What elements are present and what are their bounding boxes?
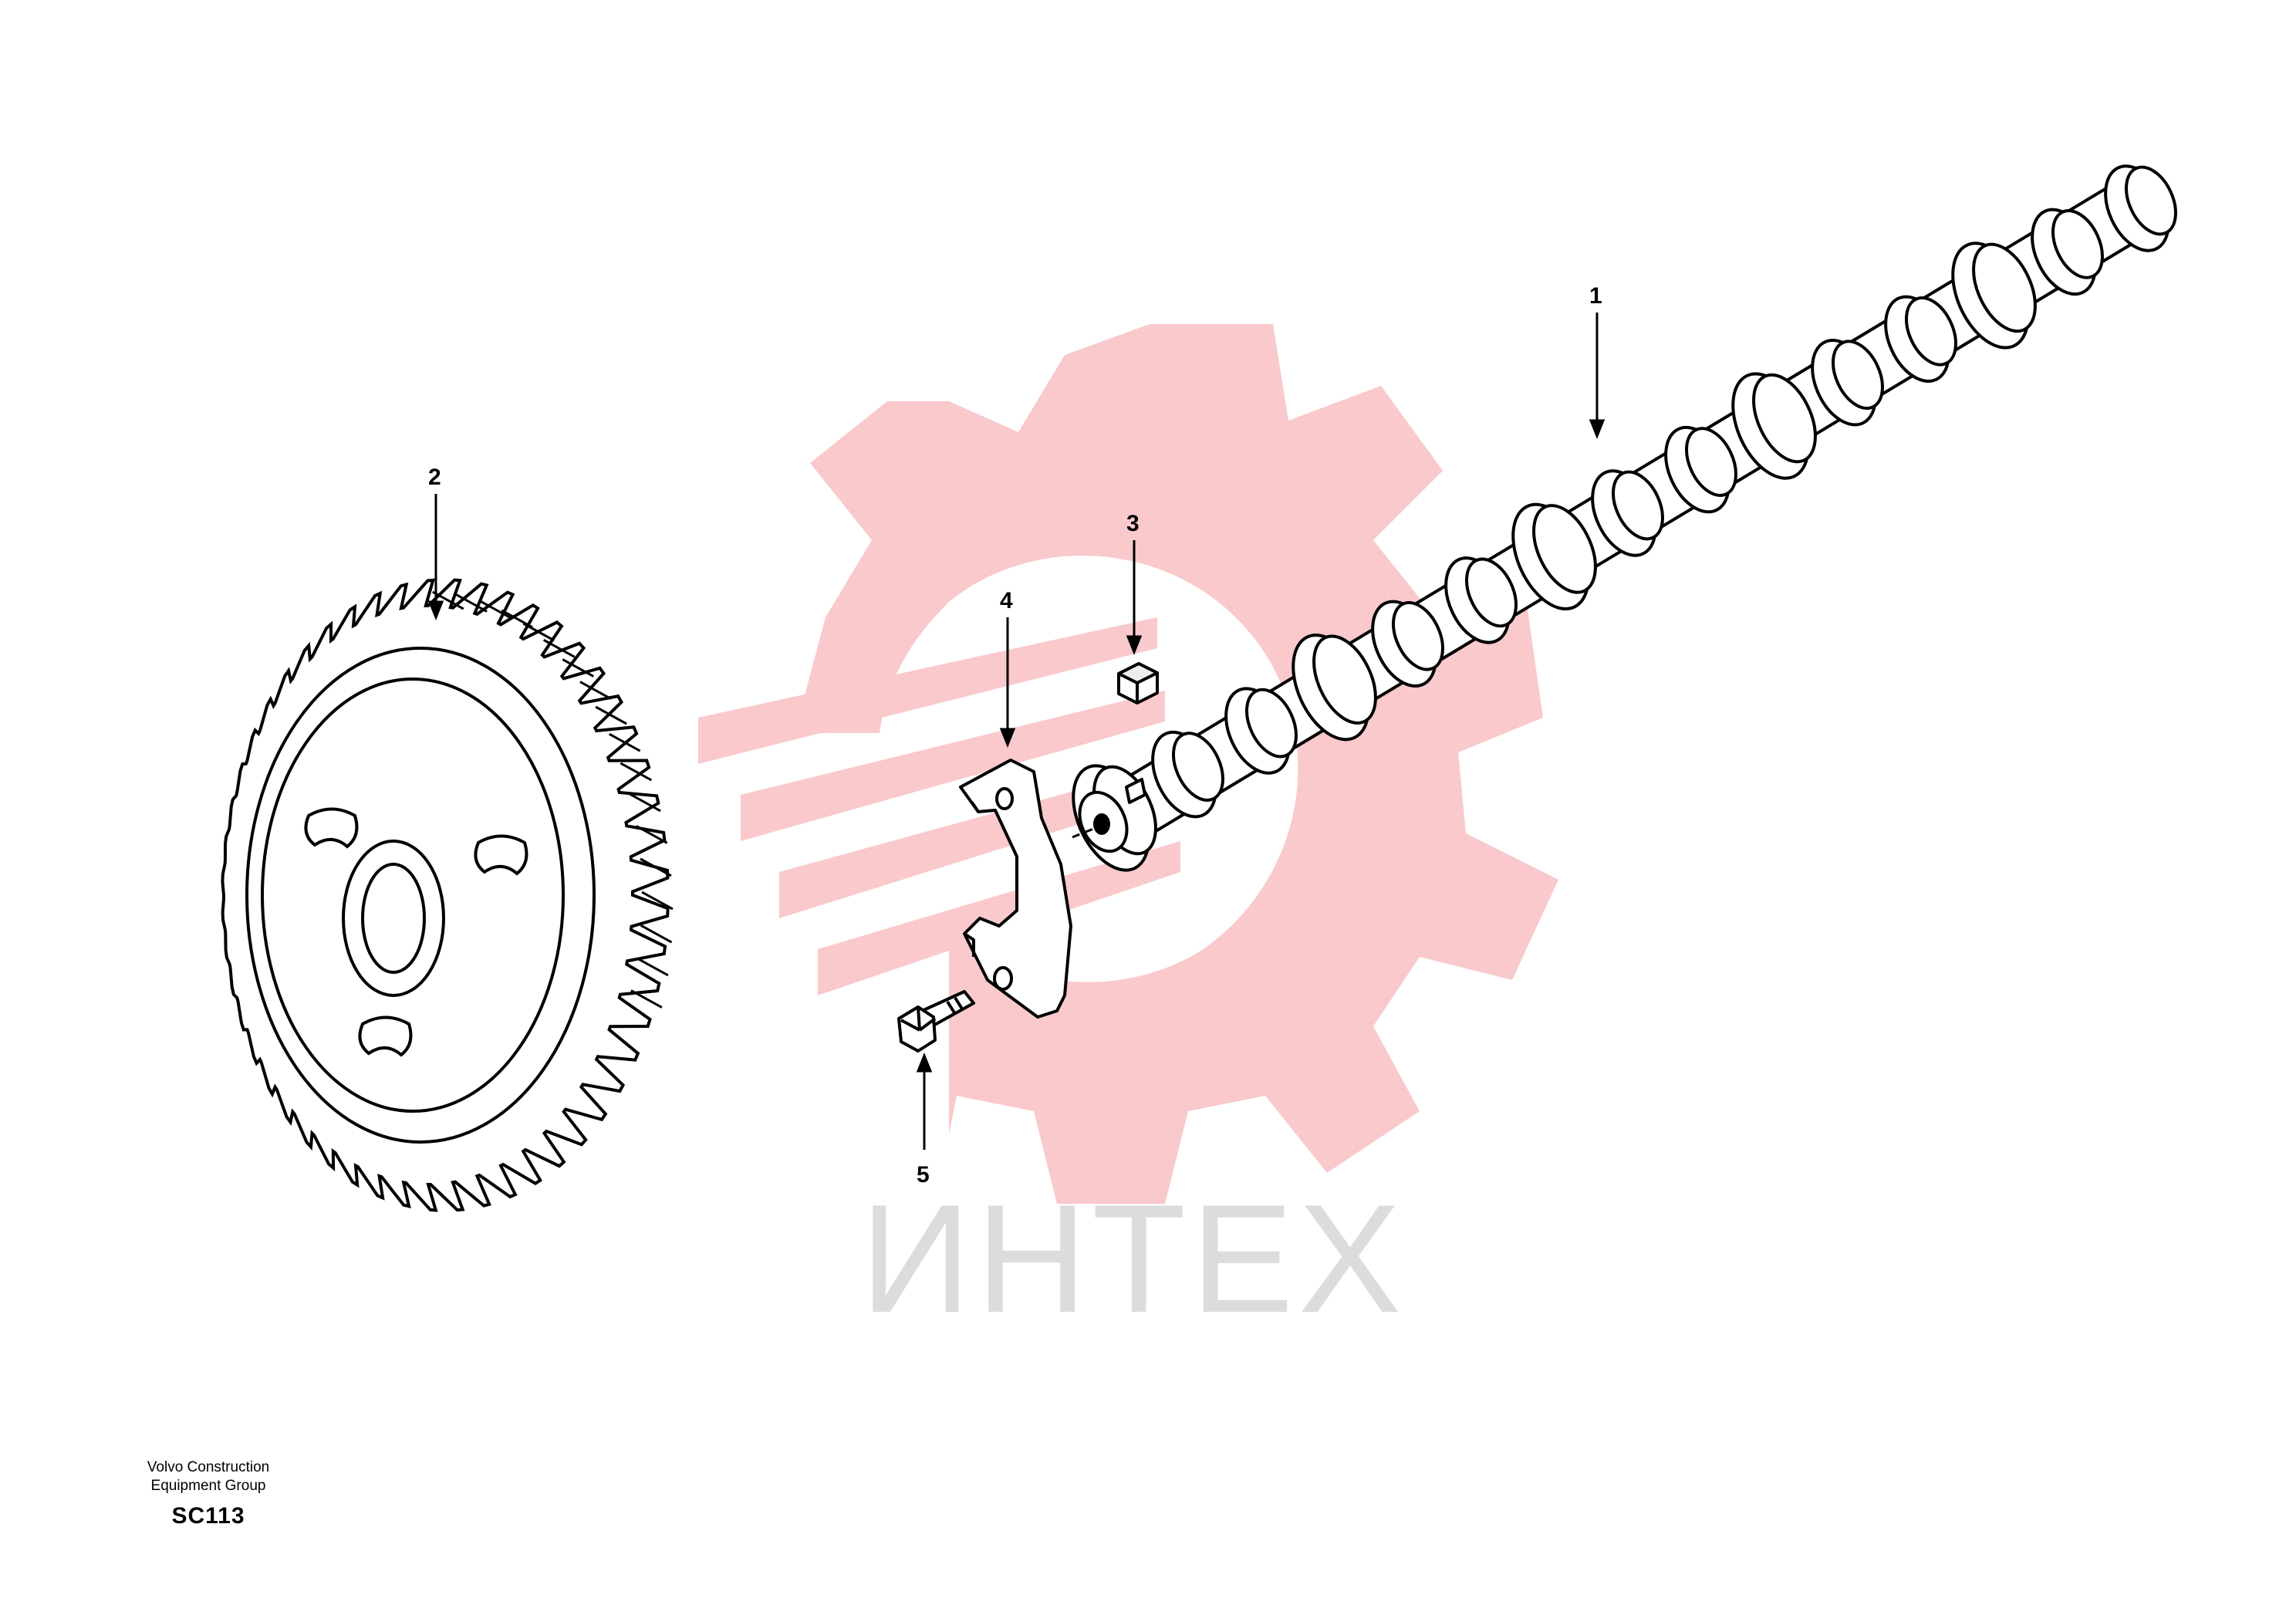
footer-diagram-code: SC113 <box>171 1503 245 1529</box>
callout-5: 5 <box>917 1162 930 1188</box>
callout-1: 1 <box>1589 283 1602 309</box>
bolt-drawing <box>897 990 975 1053</box>
callout-2: 2 <box>428 465 441 490</box>
callout-3: 3 <box>1126 511 1140 536</box>
callout-4: 4 <box>1000 588 1013 613</box>
leader-lines <box>427 313 1606 1150</box>
thrust-plate-drawing <box>959 759 1072 1019</box>
camshaft-drawing <box>1072 164 2177 872</box>
footer-company-line1: Volvo Construction <box>147 1459 270 1475</box>
camshaft-gear-drawing <box>221 578 674 1212</box>
watermark-text: ИНТЕХ <box>860 1173 1406 1345</box>
watermark-gear-icon <box>698 324 1558 1204</box>
footer-block: Volvo Construction Equipment Group SC113 <box>116 1458 301 1529</box>
key-drawing <box>1117 662 1159 705</box>
footer-company-line2: Equipment Group <box>150 1478 266 1494</box>
